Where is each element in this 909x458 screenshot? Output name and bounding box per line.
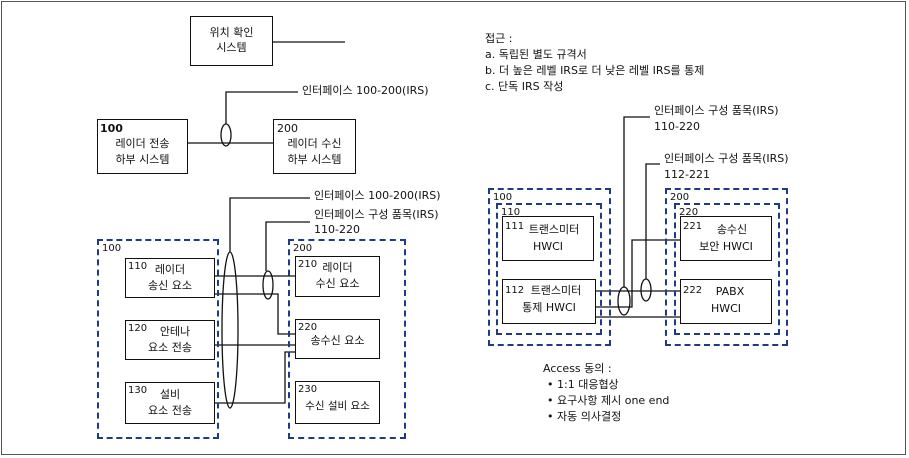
group-right-100-label: 100 bbox=[493, 192, 513, 203]
hwci-221: 221 송수신 보안 HWCI bbox=[680, 216, 772, 261]
element-130-line2: 요소 전송 bbox=[148, 404, 192, 417]
hwci-222-line2: HWCI bbox=[710, 302, 742, 315]
group-200-label: 200 bbox=[293, 243, 313, 254]
access-item-1: • 1:1 대응협상 bbox=[547, 378, 619, 391]
group-right-100: 100 bbox=[488, 188, 611, 346]
element-130-num: 130 bbox=[128, 385, 148, 396]
hwci-111: 111 트랜스미터 HWCI bbox=[502, 216, 594, 261]
element-120-num: 120 bbox=[128, 323, 148, 334]
rx-subsystem-box: 200 레이더 수신 하부 시스템 bbox=[273, 119, 356, 174]
tx-subsystem-line2: 하부 시스템 bbox=[115, 153, 170, 166]
group-100: 100 bbox=[97, 239, 219, 439]
interface-item-label: 인터페이스 구성 품목(IRS) bbox=[314, 208, 439, 221]
access-title: Access 동의 : bbox=[543, 362, 612, 375]
group-100-label: 100 bbox=[102, 243, 122, 254]
access-item-2: • 요구사항 제시 one end bbox=[547, 394, 670, 407]
rx-subsystem-num: 200 bbox=[277, 122, 298, 135]
element-120-line2: 요소 전송 bbox=[148, 341, 192, 354]
hwci-112-line1: 트랜스미터 bbox=[530, 284, 582, 297]
element-220-num: 220 bbox=[298, 322, 318, 333]
hwci-221-line2: 보안 HWCI bbox=[699, 240, 753, 253]
approach-item-a: a. 독립된 별도 규격서 bbox=[485, 48, 587, 61]
group-200: 200 bbox=[288, 239, 406, 439]
element-210-line2: 수신 요소 bbox=[315, 277, 360, 290]
element-230-num: 230 bbox=[298, 384, 318, 395]
approach-title: 접근 : bbox=[485, 32, 513, 45]
element-110-num: 110 bbox=[128, 261, 148, 272]
link-130-220 bbox=[215, 351, 295, 404]
irs-110-220-code: 110-220 bbox=[654, 120, 700, 133]
rx-subsystem-line1: 레이더 수신 bbox=[287, 137, 342, 150]
hwci-112-line2: 통제 HWCI bbox=[522, 301, 576, 314]
element-220: 220 송수신 요소 bbox=[295, 319, 380, 359]
group-right-110: 110 bbox=[496, 203, 602, 335]
irs-112-221-label: 인터페이스 구성 품목(IRS) bbox=[664, 152, 789, 165]
interface-item-code: 110-220 bbox=[314, 223, 360, 236]
element-130-line1: 설비 bbox=[159, 388, 181, 401]
element-230-line1: 수신 설비 요소 bbox=[305, 400, 370, 412]
tx-subsystem-num: 100 bbox=[100, 122, 123, 135]
group-right-200: 200 bbox=[665, 188, 788, 346]
element-210: 210 레이더 수신 요소 bbox=[295, 256, 380, 297]
location-system-box: 위치 확인 시스템 bbox=[190, 16, 273, 66]
interface-ellipse-small bbox=[262, 270, 274, 300]
interface-item-leader bbox=[265, 221, 310, 271]
hwci-112-num: 112 bbox=[505, 285, 525, 296]
hwci-221-line1: 송수신 bbox=[716, 223, 748, 236]
group-right-220-label: 220 bbox=[679, 207, 699, 218]
element-210-num: 210 bbox=[298, 259, 318, 270]
interface-irs-label: 인터페이스 100-200(IRS) bbox=[314, 189, 441, 202]
element-110: 110 레이더 송신 요소 bbox=[125, 258, 215, 298]
irs-110-220-leader bbox=[623, 116, 650, 287]
hwci-111-num: 111 bbox=[505, 221, 525, 232]
element-130: 130 설비 요소 전송 bbox=[125, 382, 215, 424]
location-system-line2: 시스템 bbox=[216, 41, 247, 54]
access-item-2-text: 요구사항 제시 one end bbox=[557, 394, 670, 407]
approach-item-b: b. 더 높은 레벨 IRS로 더 낮은 레벨 IRS를 통제 bbox=[485, 64, 705, 77]
element-220-line1: 송수신 요소 bbox=[310, 334, 365, 347]
access-item-3-text: 자동 의사결정 bbox=[557, 410, 622, 423]
interface-top-label: 인터페이스 100-200(IRS) bbox=[302, 84, 429, 97]
access-item-3: • 자동 의사결정 bbox=[547, 410, 622, 423]
hwci-111-line2: HWCI bbox=[532, 240, 564, 253]
hwci-111-line1: 트랜스미터 bbox=[528, 223, 580, 236]
element-120: 120 안테나 요소 전송 bbox=[125, 320, 215, 360]
element-120-line1: 안테나 bbox=[159, 325, 191, 338]
hwci-221-num: 221 bbox=[683, 221, 703, 232]
location-system-line1: 위치 확인 bbox=[209, 26, 254, 39]
element-110-line2: 송신 요소 bbox=[148, 279, 192, 292]
access-item-1-text: 1:1 대응협상 bbox=[557, 378, 619, 391]
link-112-221 bbox=[596, 239, 680, 308]
irs-112-221-leader bbox=[645, 163, 660, 279]
hwci-112: 112 트랜스미터 통제 HWCI bbox=[502, 279, 596, 324]
group-right-110-label: 110 bbox=[501, 207, 521, 218]
element-210-line1: 레이더 bbox=[322, 261, 353, 274]
hwci-222-num: 222 bbox=[683, 285, 703, 296]
approach-item-c: c. 단독 IRS 작성 bbox=[485, 80, 564, 93]
element-110-line1: 레이더 bbox=[154, 263, 186, 276]
tx-subsystem-line1: 레이더 전송 bbox=[115, 137, 170, 150]
tx-subsystem-box: 100 레이더 전송 하부 시스템 bbox=[97, 119, 188, 174]
group-right-220: 220 bbox=[674, 203, 780, 335]
interface-ellipse-right-2 bbox=[640, 278, 652, 302]
irs-112-221-code: 112-221 bbox=[664, 168, 710, 181]
interface-top-leader bbox=[225, 91, 298, 124]
interface-irs-leader bbox=[229, 197, 310, 252]
group-right-200-label: 200 bbox=[670, 192, 690, 203]
rx-subsystem-line2: 하부 시스템 bbox=[287, 153, 342, 166]
hwci-222: 222 PABX HWCI bbox=[680, 279, 772, 324]
element-230: 230 수신 설비 요소 bbox=[295, 381, 380, 424]
link-110-220 bbox=[215, 293, 295, 335]
hwci-222-line1: PABX bbox=[715, 285, 745, 298]
irs-110-220-label: 인터페이스 구성 품목(IRS) bbox=[654, 104, 779, 117]
